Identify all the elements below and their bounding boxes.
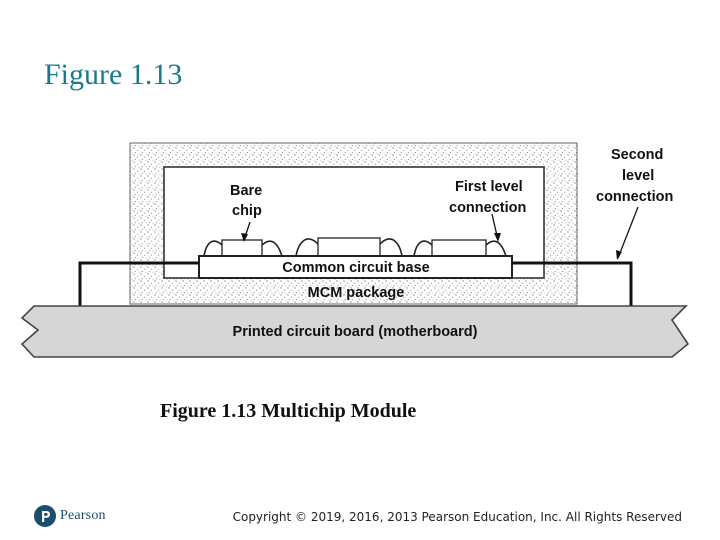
label-second-level-3: connection (596, 189, 673, 205)
slide-title: Figure 1.13 (44, 58, 183, 91)
common-circuit-base (198, 255, 513, 279)
label-second-level-2: level (622, 168, 654, 184)
label-pcb: Printed circuit board (motherboard) (233, 324, 478, 340)
bare-chip-middle (317, 237, 381, 257)
label-first-level-2: connection (449, 200, 526, 216)
wire-bonds (203, 238, 507, 257)
printed-circuit-board (20, 305, 690, 358)
bare-chip-left (221, 239, 263, 257)
label-bare-chip-1: Bare (230, 183, 262, 199)
label-mcm-package: MCM package (308, 285, 405, 301)
bare-chips (221, 237, 487, 257)
label-first-level-1: First level (455, 179, 523, 195)
bare-chip-right (431, 239, 487, 257)
pearson-logo-text: Pearson (60, 508, 106, 523)
second-level-leads (78, 261, 633, 306)
pearson-p-icon (34, 505, 56, 527)
pearson-logo: Pearson (34, 505, 106, 527)
pointer-arrowheads (241, 233, 622, 260)
label-bare-chip-2: chip (232, 203, 262, 219)
label-common-base: Common circuit base (282, 260, 429, 276)
label-second-level-1: Second (611, 147, 663, 163)
figure-caption: Figure 1.13 Multichip Module (160, 400, 417, 422)
copyright-notice: Copyright © 2019, 2016, 2013 Pearson Edu… (232, 510, 682, 524)
